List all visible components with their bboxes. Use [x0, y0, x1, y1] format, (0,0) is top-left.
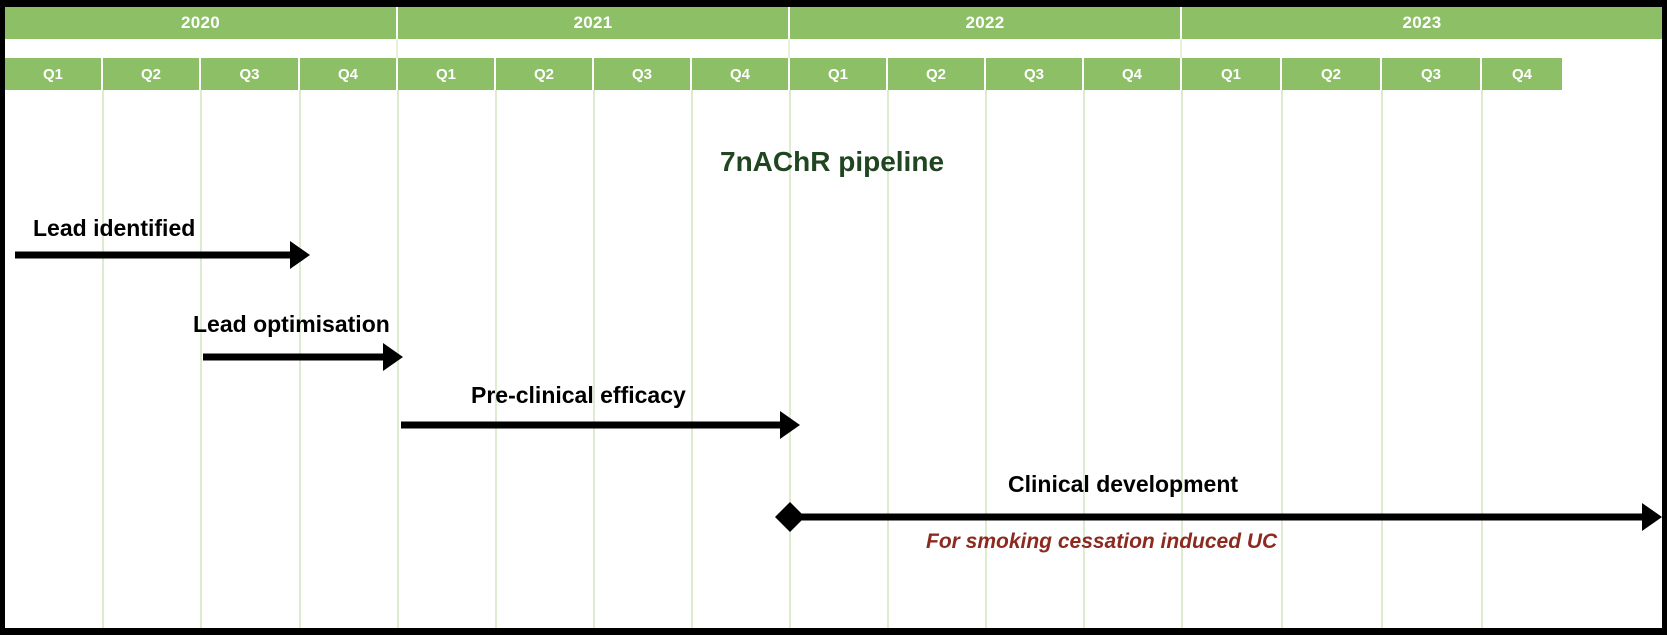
task-label-clinical-development: Clinical development	[1008, 471, 1239, 497]
gridline-2020-q1-end	[102, 90, 104, 628]
quarter-header-2021-q4: Q4	[692, 58, 790, 90]
task-note-clinical-development: For smoking cessation induced UC	[926, 530, 1278, 553]
quarter-label: Q2	[140, 65, 161, 83]
gridline-2023-q3-end	[1481, 90, 1483, 628]
year-header-2022: 2022	[790, 7, 1182, 39]
quarter-header-2022-q1: Q1	[790, 58, 888, 90]
quarter-header-2020-q3: Q3	[201, 58, 300, 90]
year-header-2023: 2023	[1182, 7, 1662, 39]
gridline-2022-q4-end	[1181, 90, 1183, 628]
spacer-cell-2022	[790, 39, 1182, 58]
timeline-quarters-header: Q1 Q2 Q3 Q4 Q1 Q2 Q3 Q4 Q1 Q2 Q3 Q4 Q1 Q…	[5, 58, 1662, 90]
quarter-label: Q3	[1023, 65, 1044, 83]
quarter-label: Q4	[1121, 65, 1142, 83]
quarter-label: Q2	[925, 65, 946, 83]
quarter-label: Q3	[631, 65, 652, 83]
quarter-label: Q4	[729, 65, 750, 83]
quarter-label: Q1	[827, 65, 848, 83]
year-header-2021: 2021	[398, 7, 790, 39]
gridline-2022-q1-end	[887, 90, 889, 628]
gridline-2021-q2-end	[593, 90, 595, 628]
spacer-cell-2020	[5, 39, 398, 58]
year-label: 2023	[1402, 13, 1442, 32]
timeline-years-header: 2020 2021 2022 2023	[5, 7, 1662, 39]
task-label-pre-clinical-efficacy: Pre-clinical efficacy	[471, 382, 686, 408]
spacer-cell-2021	[398, 39, 790, 58]
quarter-label: Q1	[435, 65, 456, 83]
gridline-2020-q2-end	[200, 90, 202, 628]
year-label: 2021	[573, 13, 613, 32]
gridline-2021-q3-end	[691, 90, 693, 628]
quarter-header-2020-q2: Q2	[103, 58, 201, 90]
quarter-header-2021-q2: Q2	[496, 58, 594, 90]
year-label: 2020	[180, 13, 221, 32]
gridline-2020-q4-end	[397, 90, 399, 628]
task-label-lead-optimisation: Lead optimisation	[193, 311, 390, 337]
gridline-2022-q2-end	[985, 90, 987, 628]
chart-title: 7nAChR pipeline	[720, 146, 945, 177]
gridline-2023-q1-end	[1281, 90, 1283, 628]
gantt-plot-area: 7nAChR pipeline Lead identified Lead opt…	[5, 90, 1662, 628]
quarter-header-2020-q4: Q4	[300, 58, 398, 90]
quarter-header-2023-q3: Q3	[1382, 58, 1482, 90]
quarter-header-2023-q1: Q1	[1182, 58, 1282, 90]
quarter-label: Q2	[1320, 65, 1341, 83]
quarter-label: Q2	[533, 65, 554, 83]
gridline-2022-q3-end	[1083, 90, 1085, 628]
task-label-lead-identified: Lead identified	[33, 215, 196, 241]
quarter-header-2020-q1: Q1	[5, 58, 103, 90]
year-label: 2022	[965, 13, 1005, 32]
gridline-2021-q4-end	[789, 90, 791, 628]
spacer-cell-2023	[1182, 39, 1662, 58]
quarter-header-2021-q3: Q3	[594, 58, 692, 90]
gridline-2023-q2-end	[1381, 90, 1383, 628]
quarter-label: Q3	[1420, 65, 1441, 83]
quarter-label: Q1	[1220, 65, 1241, 83]
year-header-2020: 2020	[5, 7, 398, 39]
quarter-label: Q1	[42, 65, 63, 83]
quarter-header-2022-q4: Q4	[1084, 58, 1182, 90]
timeline-spacer-row	[5, 39, 1662, 58]
quarter-header-2023-q2: Q2	[1282, 58, 1382, 90]
quarter-label: Q4	[1511, 65, 1532, 83]
quarter-header-2022-q3: Q3	[986, 58, 1084, 90]
quarter-label: Q3	[239, 65, 260, 83]
gridline-2020-q3-end	[299, 90, 301, 628]
gridline-2021-q1-end	[495, 90, 497, 628]
quarter-label: Q4	[337, 65, 358, 83]
quarter-header-2022-q2: Q2	[888, 58, 986, 90]
quarter-header-2021-q1: Q1	[398, 58, 496, 90]
quarter-header-2023-q4: Q4	[1482, 58, 1562, 90]
